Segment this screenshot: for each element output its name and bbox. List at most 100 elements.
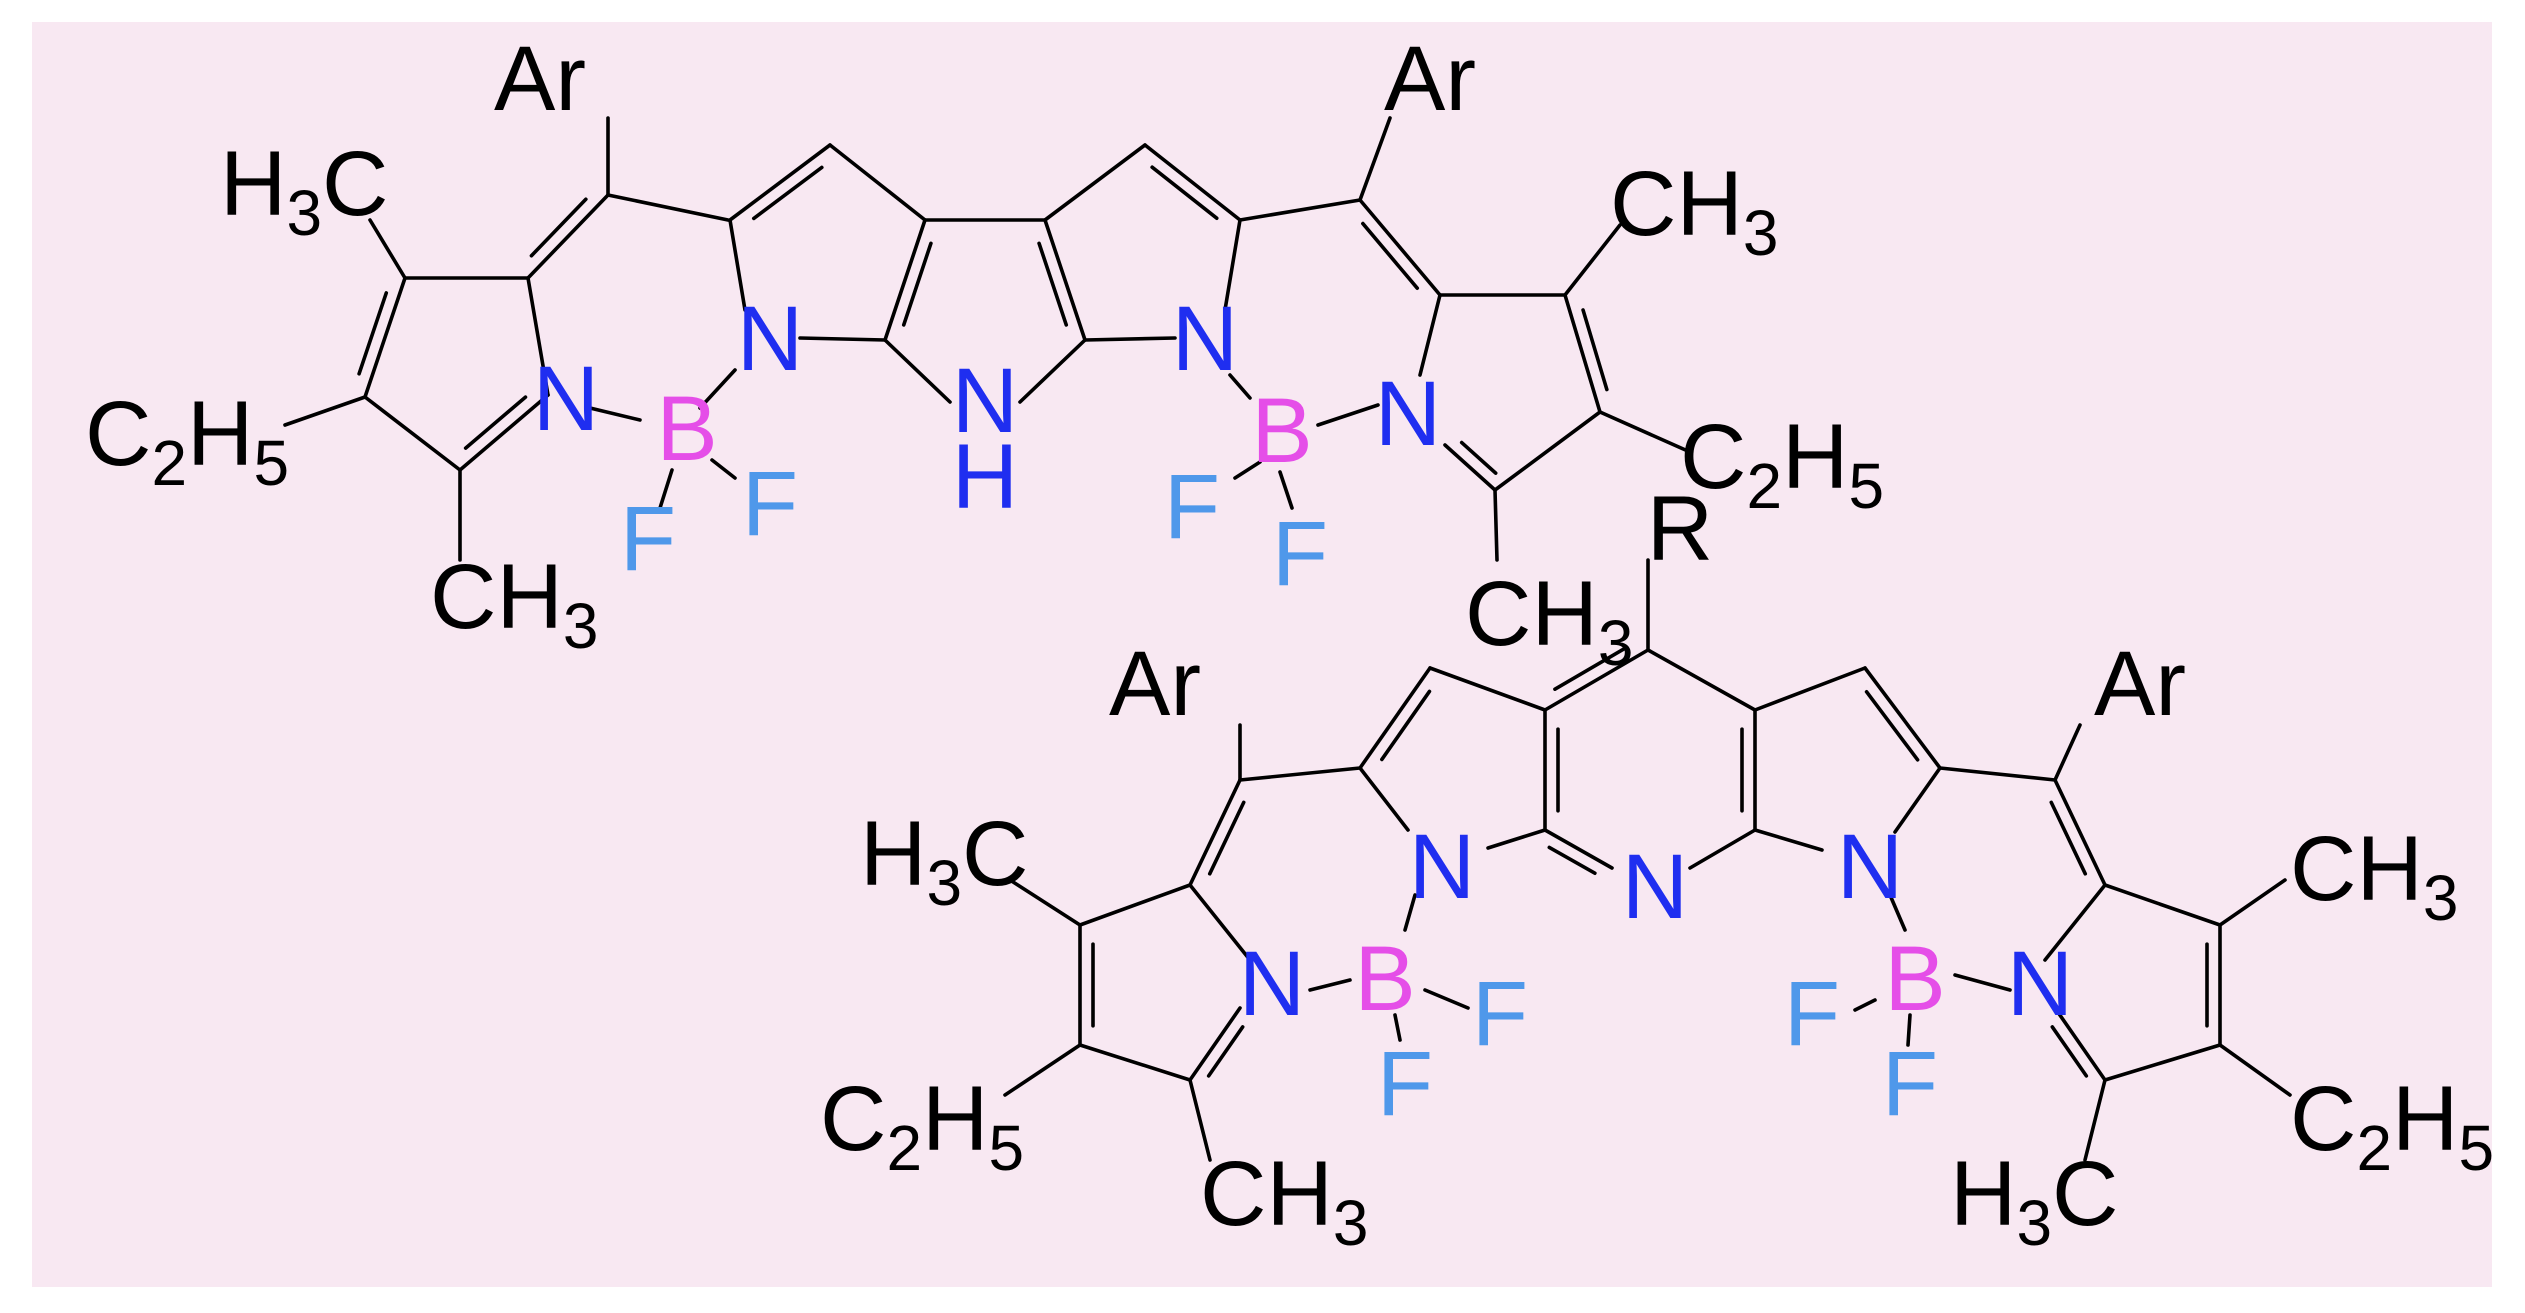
fluorine-label: F [742, 453, 798, 555]
double-bond-inner-line [1459, 440, 1498, 475]
single-bond [1018, 338, 1087, 404]
single-bond [728, 143, 832, 222]
single-bond [1403, 893, 1417, 932]
nitrogen-label: N [1375, 363, 1441, 465]
nitrogen-label: N [1622, 836, 1688, 938]
aryl-label: Ar [494, 28, 586, 130]
boron-label: B [1354, 928, 1415, 1030]
ethyl-label: C2H5 [2290, 1068, 2494, 1184]
single-bond [1543, 828, 1614, 870]
boron-label: B [1251, 380, 1312, 482]
single-bond [1753, 828, 1824, 852]
single-bond [828, 143, 927, 222]
single-bond [798, 336, 887, 342]
single-bond [698, 368, 737, 410]
single-bond [283, 395, 367, 427]
diagram-background [32, 22, 2492, 1287]
single-bond [1358, 766, 1410, 832]
fluorine-label: F [620, 488, 676, 590]
double-bond-inner-line [1581, 308, 1609, 392]
ethyl-label: C2H5 [820, 1068, 1024, 1184]
single-bond [1893, 766, 1942, 834]
double-bond-inner-line [1150, 165, 1219, 221]
single-bond [1906, 1013, 1912, 1047]
single-bond [1493, 410, 1602, 492]
fluorine-label: F [1377, 1033, 1433, 1135]
double-bond-inner-line [2049, 800, 2088, 876]
single-bond [1418, 293, 1442, 377]
single-bond [883, 338, 952, 404]
single-bond [2043, 883, 2107, 962]
single-bond [2053, 723, 2082, 782]
single-bond [1308, 978, 1352, 992]
bond-lines [283, 116, 2292, 1162]
double-bond-inner-line [1207, 800, 1246, 876]
single-bond [1393, 1013, 1402, 1042]
nitrogen-label: N [737, 288, 803, 390]
single-bond [2053, 778, 2107, 887]
fluorine-label: F [1882, 1033, 1938, 1135]
double-bond-inner-line [1361, 221, 1420, 290]
single-bond [1428, 666, 1547, 712]
methyl-label: CH3 [1200, 1143, 1369, 1259]
nitrogen-label: N [533, 348, 599, 450]
single-bond [1688, 828, 1757, 870]
single-bond [526, 276, 550, 397]
single-bond [2103, 883, 2222, 927]
nitrogen-label: N [1239, 933, 1305, 1035]
double-bond-inner-line [1864, 689, 1920, 762]
double-bond-inner-line [1380, 689, 1432, 762]
single-bond [363, 395, 462, 472]
hydrogen-label: H [952, 426, 1018, 528]
single-bond [1078, 1043, 1192, 1082]
aryl-label: Ar [2094, 633, 2186, 735]
ethyl-label: C2H5 [85, 383, 289, 499]
single-bond [2218, 878, 2287, 927]
double-bond-inner-line [2050, 1025, 2089, 1078]
single-bond [1358, 116, 1392, 202]
single-bond [1233, 460, 1262, 480]
fluorine-label: F [1164, 456, 1220, 558]
single-bond [1486, 828, 1547, 850]
methyl-label: CH3 [1610, 153, 1779, 269]
nitrogen-label: N [1172, 288, 1238, 390]
single-bond [1238, 198, 1362, 222]
double-bond-inner-line [1553, 646, 1627, 691]
methyl-label: H3C [860, 803, 1029, 919]
double-bond-inner-line [1547, 845, 1597, 876]
single-bond [728, 218, 747, 312]
boron-label: B [656, 378, 717, 480]
ethyl-label: C2H5 [1680, 406, 1884, 522]
single-bond [1223, 218, 1242, 312]
double-bond-inner-line [529, 197, 588, 258]
single-bond [1888, 893, 1907, 932]
single-bond [1646, 648, 1757, 712]
fluorine-label: F [1784, 963, 1840, 1065]
nitrogen-label: N [1837, 816, 1903, 918]
single-bond [1188, 883, 1252, 962]
single-bond [1008, 878, 1082, 927]
methyl-label: H3C [1950, 1143, 2119, 1259]
single-bond [710, 458, 737, 480]
single-bond [1598, 410, 1692, 454]
single-bond [526, 193, 610, 280]
nitrogen-label: N [1409, 816, 1475, 918]
double-bond-inner-line [1037, 241, 1069, 327]
nitrogen-label: N [2007, 933, 2073, 1035]
double-bond-inner-line [751, 165, 824, 221]
single-bond [658, 468, 674, 510]
single-bond [1238, 766, 1362, 782]
fluorine-label: F [1472, 963, 1528, 1065]
single-bond [1853, 998, 1877, 1012]
fluorine-label: F [1272, 503, 1328, 605]
single-bond [588, 406, 642, 422]
single-bond [1188, 778, 1242, 887]
single-bond [2218, 1043, 2292, 1097]
single-bond [1188, 1006, 1242, 1082]
methyl-label: H3C [220, 133, 389, 249]
single-bond [1143, 143, 1242, 222]
single-bond [1443, 443, 1497, 492]
single-bond [1563, 223, 1622, 297]
single-bond [1278, 470, 1294, 510]
